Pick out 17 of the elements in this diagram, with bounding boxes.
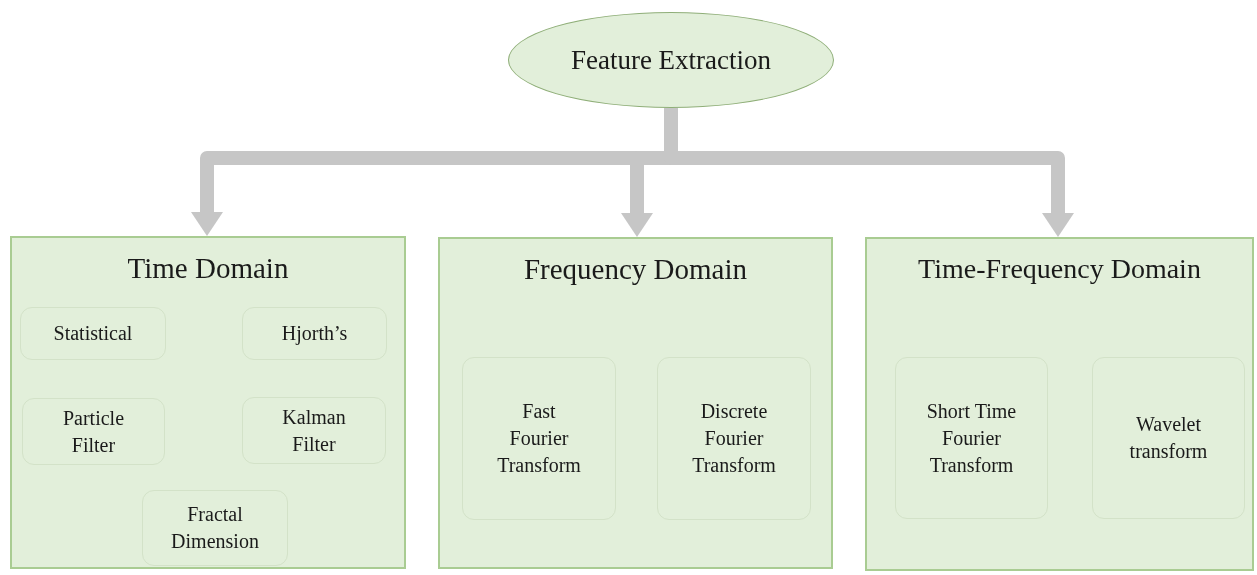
domain-panel [865, 237, 1254, 571]
method-label: Hjorth’s [281, 321, 348, 347]
method-label: Fast Fourier Transform [496, 399, 582, 478]
method-label: Particle Filter [61, 405, 126, 458]
panel-heading: Time Domain [126, 252, 290, 285]
node-title: Feature Extraction [570, 44, 772, 76]
domain-panel [10, 236, 406, 569]
panel-heading: Time-Frequency Domain [917, 253, 1202, 285]
method-label: Short Time Fourier Transform [925, 398, 1018, 478]
method-label: Wavelet transform [1128, 412, 1209, 464]
method-label: Statistical [53, 321, 133, 346]
method-label: Fractal Dimension [170, 502, 260, 554]
domain-panel [438, 237, 833, 569]
method-label: Kalman Filter [281, 404, 347, 457]
method-box [142, 490, 288, 566]
panel-heading: Frequency Domain [522, 253, 749, 286]
method-label: Discrete Fourier Transform [691, 399, 777, 478]
